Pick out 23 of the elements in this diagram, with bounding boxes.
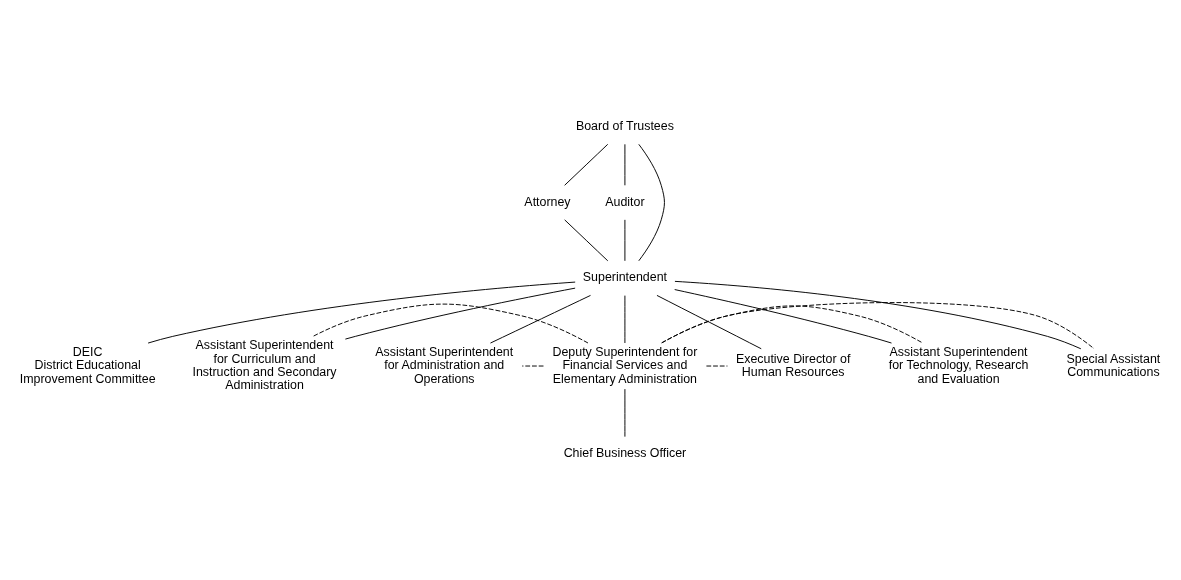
connector — [564, 218, 609, 261]
connector — [344, 287, 576, 340]
node-text: Chief Business Officer — [563, 445, 687, 460]
connector — [564, 143, 609, 186]
node-text: Assistant Superintendent for Technology, Research and Evaluation — [888, 344, 1029, 386]
node-text: Special Assistant Communications — [1066, 351, 1161, 379]
connector — [490, 294, 591, 344]
connector — [147, 281, 576, 344]
node-text: DEIC District Educational Improvement Committee — [19, 344, 156, 386]
node-text: Assistant Superintendent for Curriculum and Instruction and Secondary Administration — [192, 337, 337, 392]
node-text: Board of Trustees — [575, 118, 674, 133]
connector — [674, 280, 1082, 349]
node-text: Auditor — [605, 194, 645, 209]
node-text: Executive Director of Human Resources — [735, 351, 851, 379]
connector — [312, 303, 589, 343]
connector — [661, 301, 1095, 349]
connector — [638, 143, 665, 261]
node-text: Assistant Superintendent for Administration and Operations — [375, 344, 514, 386]
node-text: Deputy Superintendent for Financial Services and Elementary Administration — [552, 344, 698, 386]
connector — [656, 294, 762, 349]
node-text: Superintendent — [582, 269, 667, 284]
node-text: Attorney — [524, 194, 571, 209]
connector — [674, 288, 892, 344]
